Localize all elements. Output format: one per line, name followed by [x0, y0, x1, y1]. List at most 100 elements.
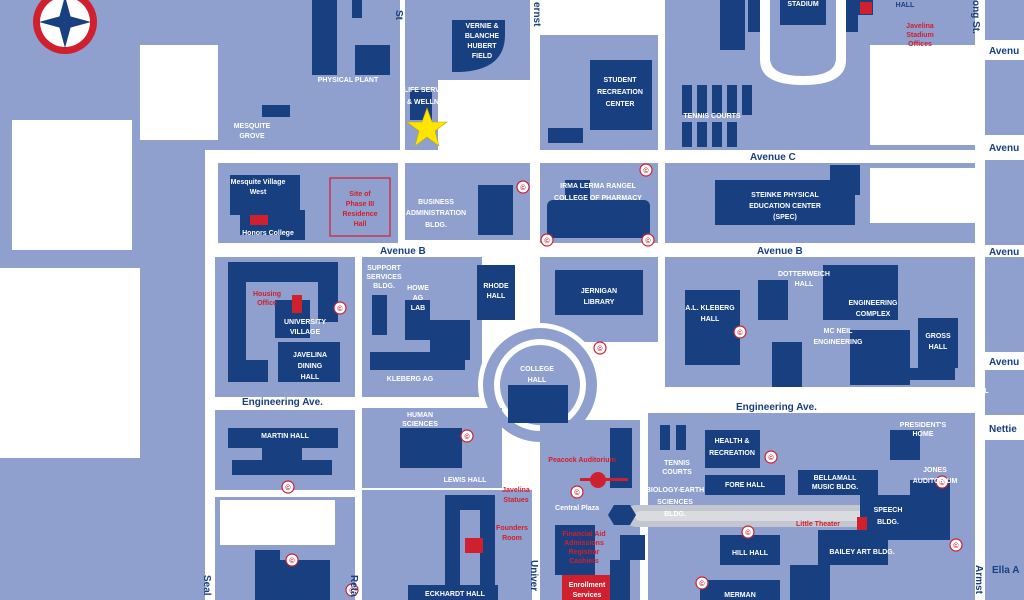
svg-text:LIBRARY: LIBRARY	[584, 299, 615, 306]
svg-text:RECREATION: RECREATION	[597, 89, 643, 96]
label-bailey-art: BAILEY ART BLDG.	[829, 549, 894, 556]
svg-text:Enrollment: Enrollment	[569, 582, 606, 589]
svg-text:Cashiers: Cashiers	[569, 558, 599, 565]
svg-text:GROVE: GROVE	[239, 133, 265, 140]
svg-text:SCIENCES: SCIENCES	[402, 421, 438, 428]
svg-text:Services: Services	[573, 592, 602, 599]
label-little-theater: Little Theater	[796, 521, 840, 528]
svg-text:©: ©	[349, 587, 355, 595]
svg-text:BLDG.: BLDG.	[373, 283, 395, 290]
label-hill-hall: HILL HALL	[732, 550, 769, 557]
svg-text:JONES: JONES	[923, 467, 947, 474]
label-martin-hall: MARTIN HALL	[261, 433, 310, 440]
svg-text:LAB: LAB	[411, 305, 425, 312]
street-armst: Armst	[973, 565, 984, 595]
svg-text:©: ©	[337, 305, 343, 313]
svg-text:©: ©	[289, 557, 295, 565]
svg-text:MC NEIL: MC NEIL	[824, 328, 854, 335]
svg-text:©: ©	[953, 542, 959, 550]
svg-text:CENTER: CENTER	[606, 101, 635, 108]
street-seal: Seal	[201, 575, 212, 596]
label-central-plaza: Central Plaza	[555, 505, 599, 512]
svg-text:©: ©	[699, 580, 705, 588]
svg-text:SCIENCES: SCIENCES	[657, 499, 693, 506]
star-marker-icon	[406, 107, 448, 147]
street-avenue-r4: Avenu	[989, 357, 1019, 368]
svg-text:Admissions: Admissions	[564, 540, 604, 547]
svg-text:©: ©	[574, 489, 580, 497]
label-karr-veterans: KARR-VETERANS MEMORIAL HALL	[867, 388, 989, 395]
street-ella-ave: Ella A	[992, 565, 1019, 576]
svg-text:HALL: HALL	[301, 374, 320, 381]
svg-text:COMPLEX: COMPLEX	[856, 311, 891, 318]
label-merman: MERMAN	[724, 592, 756, 599]
svg-text:MESQUITE: MESQUITE	[234, 123, 271, 130]
svg-text:SUPPORT: SUPPORT	[367, 265, 402, 272]
svg-text:Javelina: Javelina	[502, 487, 530, 494]
svg-text:ADMINISTRATION: ADMINISTRATION	[406, 210, 466, 217]
svg-text:PRESIDENT'S: PRESIDENT'S	[900, 422, 947, 429]
svg-text:DINING: DINING	[298, 363, 323, 370]
svg-text:RECREATION: RECREATION	[709, 450, 755, 457]
svg-text:COURTS: COURTS	[662, 469, 692, 476]
svg-text:BIOLOGY-EARTH: BIOLOGY-EARTH	[646, 487, 704, 494]
svg-text:West: West	[250, 189, 267, 196]
svg-text:BLANCHE: BLANCHE	[465, 33, 500, 40]
svg-text:©: ©	[597, 345, 603, 353]
svg-text:ENGINEERING: ENGINEERING	[813, 339, 863, 346]
label-hall-top: HALL	[896, 2, 915, 9]
label-eckhardt-hall: ECKHARDT HALL	[425, 591, 486, 598]
svg-text:Site of: Site of	[349, 191, 371, 198]
street-avenue-b-right: Avenue B	[757, 246, 803, 257]
svg-text:©: ©	[520, 184, 526, 192]
svg-text:©: ©	[544, 237, 550, 245]
svg-text:ENGINEERING: ENGINEERING	[848, 300, 898, 307]
svg-text:Hall: Hall	[354, 221, 367, 228]
label-fore-hall: FORE HALL	[725, 482, 766, 489]
street-avenue-r2: Avenu	[989, 143, 1019, 154]
svg-text:Registrar: Registrar	[569, 549, 600, 556]
svg-text:Stadium: Stadium	[906, 32, 934, 39]
street-avenue-c: Avenue C	[750, 152, 796, 163]
svg-text:Housing: Housing	[253, 291, 281, 298]
label-peacock: Peacock Auditorium	[548, 457, 615, 464]
label-honors-college: Honors College	[242, 230, 294, 237]
svg-text:BLDG.: BLDG.	[664, 511, 686, 518]
svg-text:HALL: HALL	[929, 344, 948, 351]
svg-text:(SPEC): (SPEC)	[773, 214, 797, 221]
svg-text:Offices: Offices	[908, 41, 932, 48]
svg-text:Mesquite Village: Mesquite Village	[231, 179, 286, 186]
svg-text:STEINKE PHYSICAL: STEINKE PHYSICAL	[751, 192, 819, 199]
svg-text:©: ©	[768, 454, 774, 462]
svg-text:©: ©	[643, 167, 649, 175]
svg-text:Room: Room	[502, 535, 522, 542]
svg-text:©: ©	[464, 433, 470, 441]
svg-text:©: ©	[285, 484, 291, 492]
parking-icon: © © © © © © © © © © © © © © © © ©	[281, 163, 963, 597]
svg-text:A.L. KLEBERG: A.L. KLEBERG	[685, 305, 735, 312]
street-st-top: St	[393, 10, 404, 21]
svg-text:BLDG.: BLDG.	[425, 222, 447, 229]
svg-text:STUDENT: STUDENT	[603, 77, 637, 84]
svg-text:FIELD: FIELD	[472, 53, 492, 60]
svg-text:TENNIS: TENNIS	[664, 460, 690, 467]
svg-text:VILLAGE: VILLAGE	[290, 329, 321, 336]
street-avenue-r3: Avenu	[989, 247, 1019, 258]
svg-text:MUSIC BLDG.: MUSIC BLDG.	[812, 484, 858, 491]
svg-text:JERNIGAN: JERNIGAN	[581, 288, 617, 295]
svg-text:BUSINESS: BUSINESS	[418, 199, 454, 206]
street-kong-st: ong St.	[970, 0, 981, 34]
svg-text:AG: AG	[413, 295, 424, 302]
svg-text:EDUCATION CENTER: EDUCATION CENTER	[749, 203, 821, 210]
svg-text:Office: Office	[257, 300, 277, 307]
label-lewis-hall: LEWIS HALL	[444, 477, 487, 484]
svg-text:HALL: HALL	[795, 281, 814, 288]
svg-text:Residence: Residence	[342, 211, 377, 218]
svg-text:HOWE: HOWE	[407, 285, 429, 292]
svg-text:Javelina: Javelina	[906, 23, 934, 30]
svg-text:©: ©	[745, 529, 751, 537]
svg-text:SERVICES: SERVICES	[366, 274, 402, 281]
svg-text:Statues: Statues	[503, 497, 528, 504]
label-tennis-courts-top: TENNIS COURTS	[683, 113, 741, 120]
